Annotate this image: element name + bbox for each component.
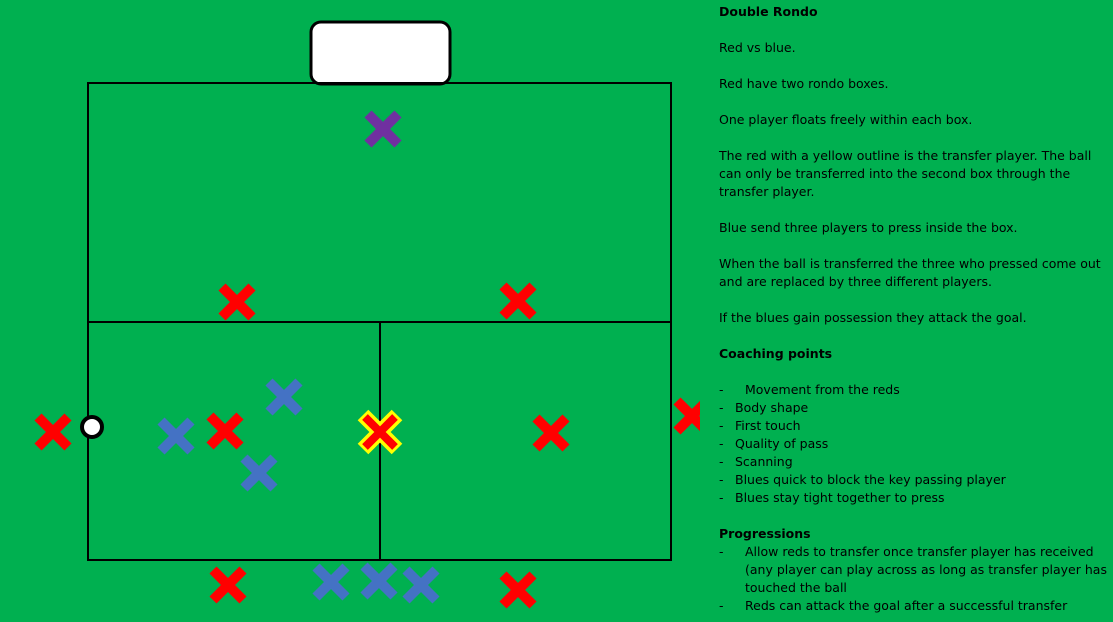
blue-player-cross — [360, 562, 398, 600]
blue-player-cross — [240, 454, 278, 492]
blue-player-cross — [265, 378, 303, 416]
blue-player-cross — [312, 563, 350, 601]
progressions-list: Allow reds to transfer once transfer pla… — [719, 543, 1111, 615]
list-item: Quality of pass — [719, 435, 1111, 453]
drill-title: Double Rondo — [719, 4, 818, 19]
blue-player-cross — [402, 566, 440, 604]
red-player-cross — [34, 413, 72, 451]
drill-notes: Double Rondo Red vs blue. Red have two r… — [719, 3, 1111, 615]
coaching-points-title: Coaching points — [719, 346, 833, 361]
list-item: Allow reds to transfer once transfer pla… — [719, 543, 1111, 597]
red-player-cross — [218, 283, 256, 321]
list-item: Blues quick to block the key passing pla… — [719, 471, 1111, 489]
floater-purple-cross — [364, 110, 402, 148]
ball — [80, 415, 104, 439]
list-item: Blues stay tight together to press — [719, 489, 1111, 507]
red-player-cross — [532, 414, 570, 452]
progressions-title: Progressions — [719, 526, 811, 541]
note-paragraph: The red with a yellow outline is the tra… — [719, 148, 1092, 199]
goal — [309, 20, 452, 86]
list-item: Scanning — [719, 453, 1111, 471]
list-item: First touch — [719, 417, 1111, 435]
blue-player-cross — [157, 417, 195, 455]
note-paragraph: When the ball is transferred the three w… — [719, 256, 1101, 289]
list-item: Body shape — [719, 399, 1111, 417]
note-paragraph: If the blues gain possession they attack… — [719, 310, 1027, 325]
red-player-cross — [499, 571, 537, 609]
list-item: Reds can attack the goal after a success… — [719, 597, 1111, 615]
red-player-cross — [209, 566, 247, 604]
drill-diagram — [34, 20, 700, 609]
list-item: Movement from the reds — [719, 381, 1111, 399]
red-player-cross — [673, 397, 700, 435]
note-paragraph: Red vs blue. — [719, 40, 796, 55]
transfer-player-cross — [357, 409, 403, 455]
note-paragraph: Red have two rondo boxes. — [719, 76, 889, 91]
red-player-cross — [206, 412, 244, 450]
note-paragraph: One player floats freely within each box… — [719, 112, 973, 127]
coaching-points-list: Movement from the reds Body shape First … — [719, 381, 1111, 507]
red-player-cross — [499, 282, 537, 320]
note-paragraph: Blue send three players to press inside … — [719, 220, 1018, 235]
